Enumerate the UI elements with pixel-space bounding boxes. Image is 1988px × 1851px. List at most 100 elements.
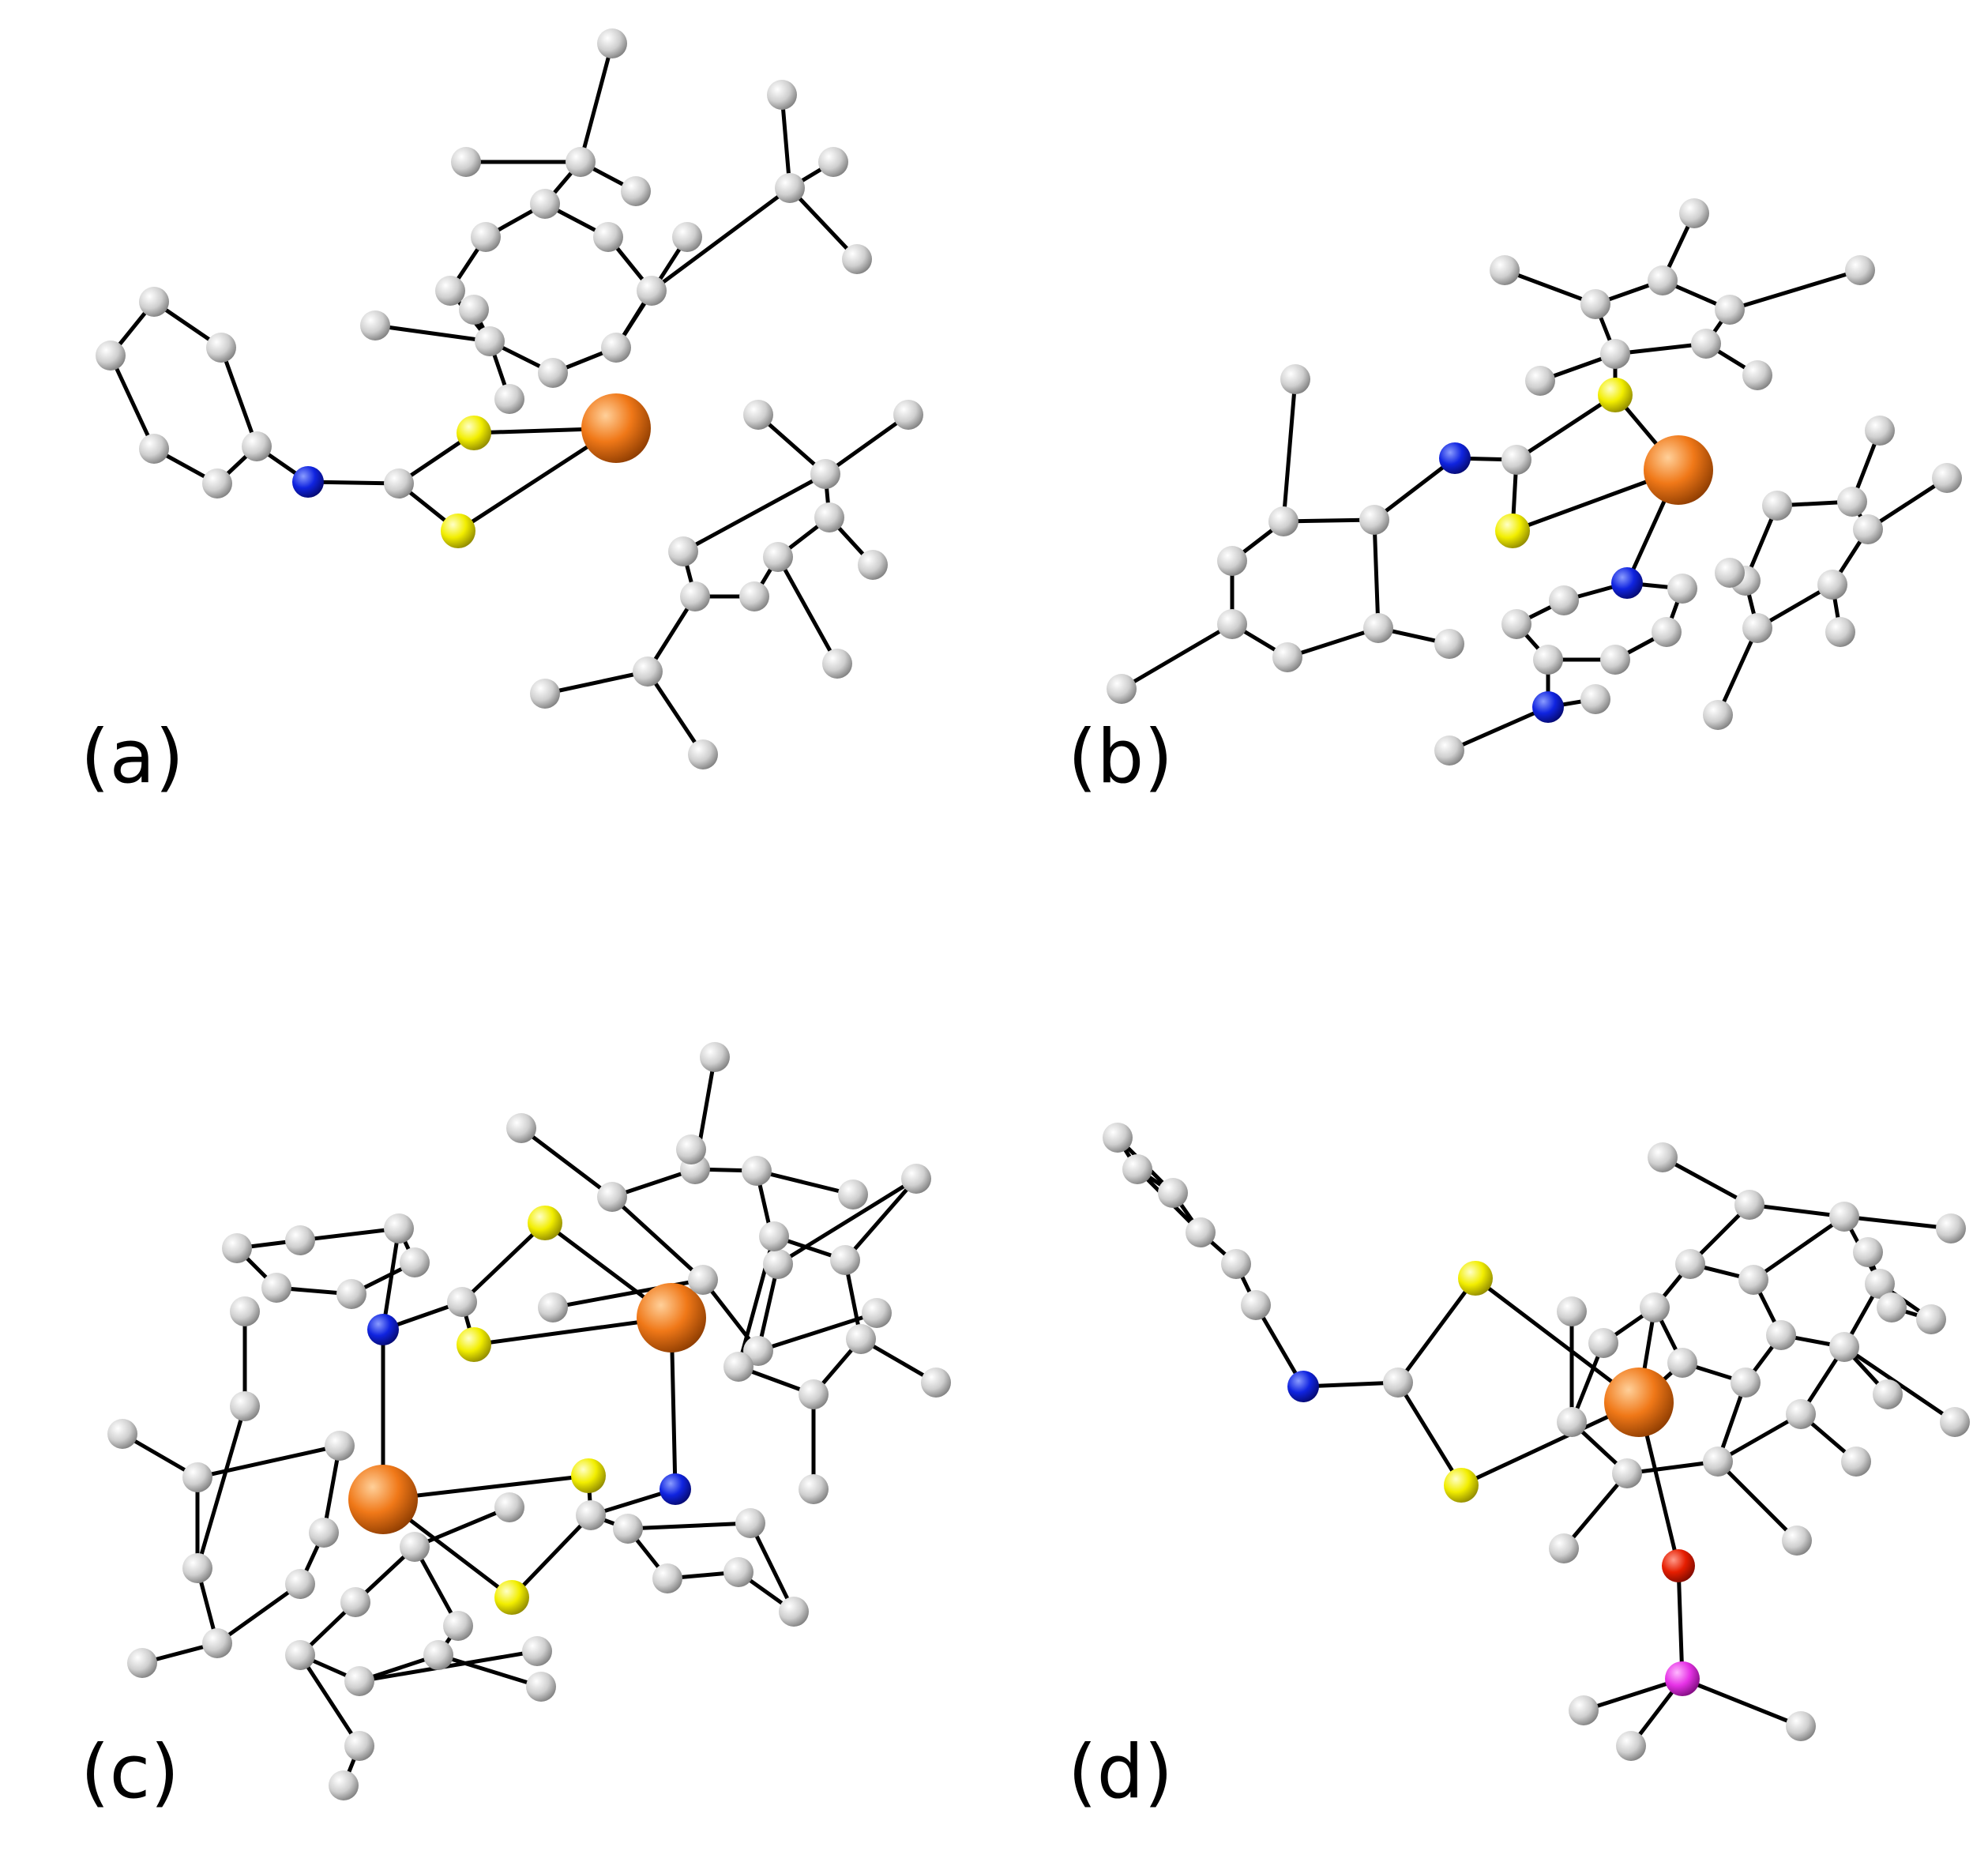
carbon-atom [613, 1514, 643, 1544]
carbon-atom [522, 1636, 552, 1666]
bond [1119, 622, 1235, 691]
nitrogen-atom [1287, 1371, 1319, 1402]
sulfur-atom [494, 1580, 529, 1615]
carbon-atom [893, 400, 923, 430]
carbon-atom [846, 1324, 876, 1354]
nitrogen-atom [1439, 442, 1471, 474]
carbon-atom [1703, 1447, 1733, 1477]
carbon-atom [799, 1379, 829, 1409]
carbon-atom [1612, 1458, 1642, 1488]
bond [381, 1226, 401, 1332]
bond [1716, 626, 1760, 717]
carbon-atom [1158, 1178, 1188, 1208]
carbon-atom [1734, 1190, 1764, 1220]
carbon-atom [1217, 609, 1247, 639]
carbon-atom [1600, 339, 1630, 369]
carbon-atom [1359, 505, 1389, 535]
carbon-atom [400, 1247, 430, 1277]
carbon-atom [1865, 1269, 1895, 1299]
carbon-atom [344, 1731, 374, 1761]
bond [823, 412, 911, 476]
carbon-atom [325, 1431, 355, 1461]
bond [1660, 1155, 1752, 1207]
carbon-atom [1640, 1292, 1670, 1322]
carbon-atom [336, 1279, 366, 1309]
nitrogen-atom [660, 1473, 691, 1505]
carbon-atom [202, 468, 232, 498]
carbon-atom [576, 1500, 606, 1530]
panel-c-label: (c) [81, 1729, 179, 1815]
carbon-atom [1580, 684, 1610, 714]
carbon-atom [723, 1557, 753, 1587]
carbon-atom [1588, 1328, 1618, 1358]
carbon-atom [779, 1597, 809, 1627]
bond [701, 1277, 761, 1353]
carbon-atom [182, 1462, 212, 1492]
carbon-atom [139, 434, 169, 464]
bond [1716, 1412, 1803, 1464]
nitrogen-atom [367, 1314, 399, 1345]
carbon-atom [810, 459, 840, 489]
carbon-atom [597, 28, 627, 58]
carbon-atom [1533, 645, 1563, 675]
bond [645, 669, 705, 757]
carbon-atom [475, 326, 505, 356]
carbon-atom [1434, 629, 1464, 659]
bond [373, 323, 492, 344]
panel-d-atoms [1103, 1123, 1970, 1761]
carbon-atom [668, 536, 698, 566]
carbon-atom [1107, 674, 1137, 704]
sulfur-atom [571, 1458, 606, 1493]
carbon-atom [206, 333, 236, 363]
bond [1727, 268, 1862, 312]
bond [1680, 1676, 1803, 1729]
bond [509, 1513, 593, 1600]
carbon-atom [1873, 1379, 1903, 1409]
bond [681, 472, 828, 554]
bond [1625, 1459, 1720, 1476]
carbon-atom [1501, 609, 1531, 639]
panel-d-label: (d) [1068, 1729, 1173, 1815]
carbon-atom [400, 1532, 430, 1562]
carbon-atom [1877, 1292, 1907, 1322]
carbon-atom [285, 1569, 315, 1599]
bond [1751, 1214, 1847, 1282]
panel-a-atoms [96, 28, 923, 769]
carbon-atom [1782, 1526, 1812, 1556]
carbon-atom [451, 147, 481, 177]
carbon-atom [1766, 1320, 1796, 1350]
panel-a: (a) [81, 28, 923, 800]
bond [1502, 268, 1598, 307]
carbon-atom [566, 147, 596, 177]
carbon-atom [1762, 491, 1792, 521]
carbon-atom [858, 550, 888, 580]
carbon-atom [1557, 1407, 1587, 1437]
bond [460, 1221, 547, 1304]
sulfur-atom [457, 416, 491, 450]
carbon-atom [1549, 1533, 1579, 1563]
carbon-atom [1667, 1348, 1697, 1378]
carbon-atom [1786, 1399, 1816, 1429]
nitrogen-atom [1611, 567, 1643, 599]
carbon-atom [1786, 1711, 1816, 1741]
carbon-atom [1557, 1296, 1587, 1326]
bond [519, 1126, 614, 1199]
bond [1747, 1202, 1847, 1219]
panel-d-bonds [1115, 1135, 1957, 1748]
carbon-atom [1217, 546, 1247, 576]
carbon-atom [1600, 645, 1630, 675]
carbon-atom [242, 431, 272, 461]
carbon-atom [1936, 1213, 1966, 1243]
carbon-atom [1738, 1265, 1768, 1295]
panel-c-atoms [107, 1042, 951, 1800]
bond [626, 1521, 753, 1531]
metal-atom [581, 393, 651, 463]
bond [1716, 1459, 1799, 1543]
bond [1285, 626, 1381, 660]
carbon-atom [700, 1042, 730, 1072]
panel-b: (b) [1068, 198, 1962, 800]
carbon-atom [1916, 1304, 1946, 1334]
bond [787, 186, 859, 261]
bond [215, 1582, 303, 1646]
carbon-atom [1742, 360, 1772, 390]
